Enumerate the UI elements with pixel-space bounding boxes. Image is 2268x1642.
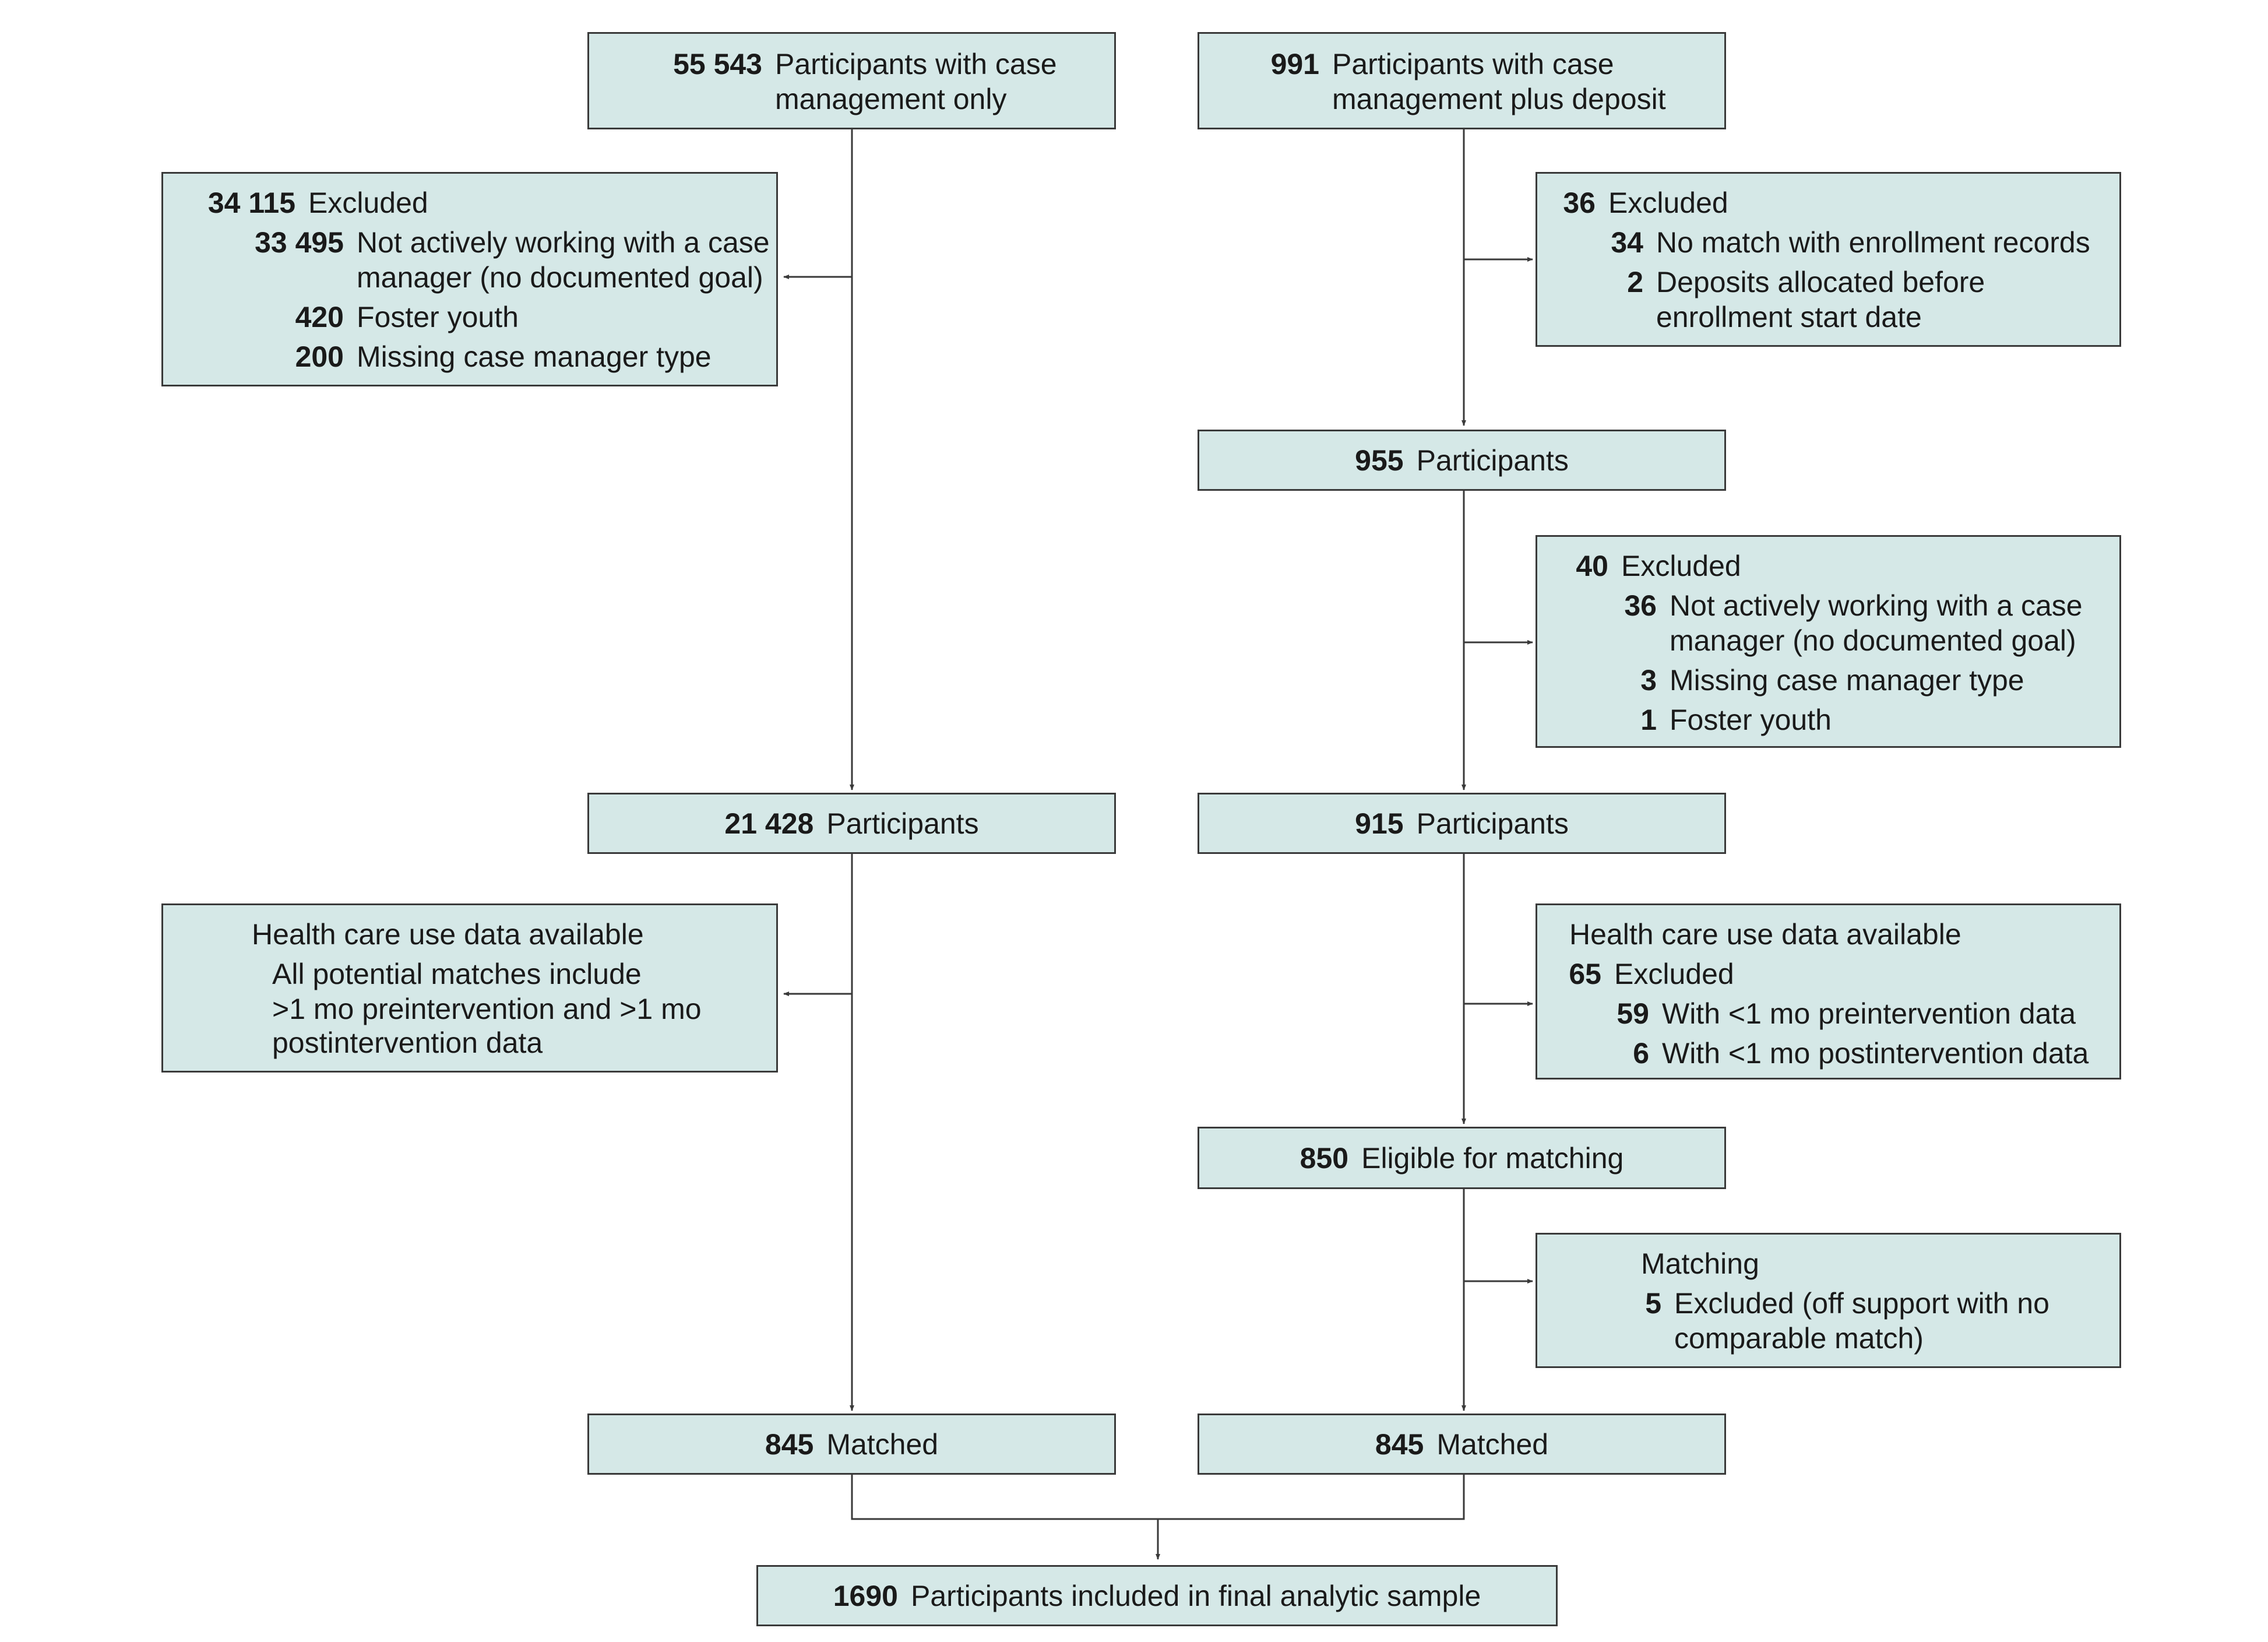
count: 2 (1627, 266, 1643, 298)
count: 955 (1355, 444, 1404, 477)
count (1537, 1321, 1674, 1356)
box-participants-21428: 21 428 Participants (587, 793, 1116, 854)
label: management only (775, 83, 1007, 115)
label: Excluded (308, 187, 428, 219)
label: Excluded (1608, 187, 1728, 219)
label: Foster youth (357, 301, 519, 333)
label: Excluded (off support with no (1674, 1287, 2049, 1320)
label: With <1 mo preintervention data (1662, 997, 2076, 1030)
count (589, 82, 775, 117)
count: 36 (1624, 589, 1657, 622)
count: 991 (1270, 48, 1319, 80)
label: Matched (826, 1427, 939, 1461)
count: 420 (295, 301, 344, 333)
box-participants-915: 915 Participants (1198, 793, 1726, 854)
box-participants-955: 955 Participants (1198, 430, 1726, 491)
count (163, 260, 357, 295)
label: No match with enrollment records (1656, 226, 2090, 259)
count: 200 (295, 340, 344, 373)
count: 6 (1633, 1037, 1649, 1070)
count: 55 543 (673, 48, 762, 80)
count: 34 (1611, 226, 1643, 259)
count: 65 (1569, 958, 1601, 990)
box-eligible-for-matching: 850 Eligible for matching (1198, 1127, 1726, 1189)
label: comparable match) (1674, 1322, 1924, 1355)
box-case-management-only: 55 543 Participants with case management … (587, 32, 1116, 129)
count: 850 (1299, 1141, 1349, 1175)
label: Matched (1436, 1427, 1549, 1461)
count: 5 (1645, 1287, 1661, 1320)
label: manager (no documented goal) (1670, 624, 2076, 657)
label: Health care use data available (1569, 918, 1961, 951)
box-left-health-care: Health care use data available All poten… (161, 903, 778, 1073)
count: 34 115 (207, 187, 295, 219)
label: Not actively working with a case (357, 226, 770, 259)
label: Participants included in final analytic … (910, 1579, 1481, 1612)
label: Participants (1416, 444, 1569, 477)
count: 1690 (833, 1579, 898, 1612)
label: Deposits allocated before (1656, 266, 1985, 298)
label: Not actively working with a case (1670, 589, 2083, 622)
label: Participants (826, 807, 979, 840)
label: All potential matches include (272, 958, 642, 990)
box-matched-left: 845 Matched (587, 1414, 1116, 1475)
label: >1 mo preintervention and >1 mo (272, 993, 702, 1025)
count: 40 (1576, 550, 1608, 582)
count: 915 (1355, 807, 1404, 840)
label: postintervention data (272, 1026, 543, 1059)
label: Participants with case (1332, 48, 1614, 80)
box-right-health-care: Health care use data available 65 Exclude… (1536, 903, 2121, 1080)
count: 845 (1375, 1427, 1424, 1461)
box-matched-right: 845 Matched (1198, 1414, 1726, 1475)
count: 3 (1640, 664, 1657, 697)
count: 21 428 (724, 807, 814, 840)
label: Foster youth (1670, 704, 1832, 736)
box-left-excluded: 34 115 Excluded 33 495 Not actively workin… (161, 172, 778, 386)
label: Missing case manager type (1670, 664, 2024, 697)
count: 59 (1617, 997, 1649, 1030)
label: Participants (1416, 807, 1569, 840)
label: Participants with case (775, 48, 1057, 80)
count (1199, 82, 1332, 117)
count (1537, 300, 1656, 335)
count (1537, 623, 1670, 658)
count: 845 (765, 1427, 814, 1461)
count: 33 495 (255, 226, 344, 259)
merge-line (851, 1474, 1465, 1520)
label: Excluded (1621, 550, 1741, 582)
count: 36 (1563, 187, 1596, 219)
label: Health care use data available (252, 918, 644, 951)
label: Matching (1641, 1247, 1759, 1280)
label: Missing case manager type (357, 340, 712, 373)
box-final-analytic-sample: 1690 Participants included in final analy… (756, 1565, 1558, 1626)
label: enrollment start date (1656, 301, 1922, 333)
label: manager (no documented goal) (357, 261, 763, 294)
box-right-excluded-1: 36 Excluded 34 No match with enrollment re… (1536, 172, 2121, 347)
label: With <1 mo postintervention data (1662, 1037, 2089, 1070)
count: 1 (1640, 704, 1657, 736)
box-case-management-plus-deposit: 991 Participants with case management plu… (1198, 32, 1726, 129)
label: management plus deposit (1332, 83, 1666, 115)
label: Excluded (1614, 958, 1734, 990)
label: Eligible for matching (1361, 1141, 1624, 1175)
box-right-excluded-2: 40 Excluded 36 Not actively working with a… (1536, 535, 2121, 748)
